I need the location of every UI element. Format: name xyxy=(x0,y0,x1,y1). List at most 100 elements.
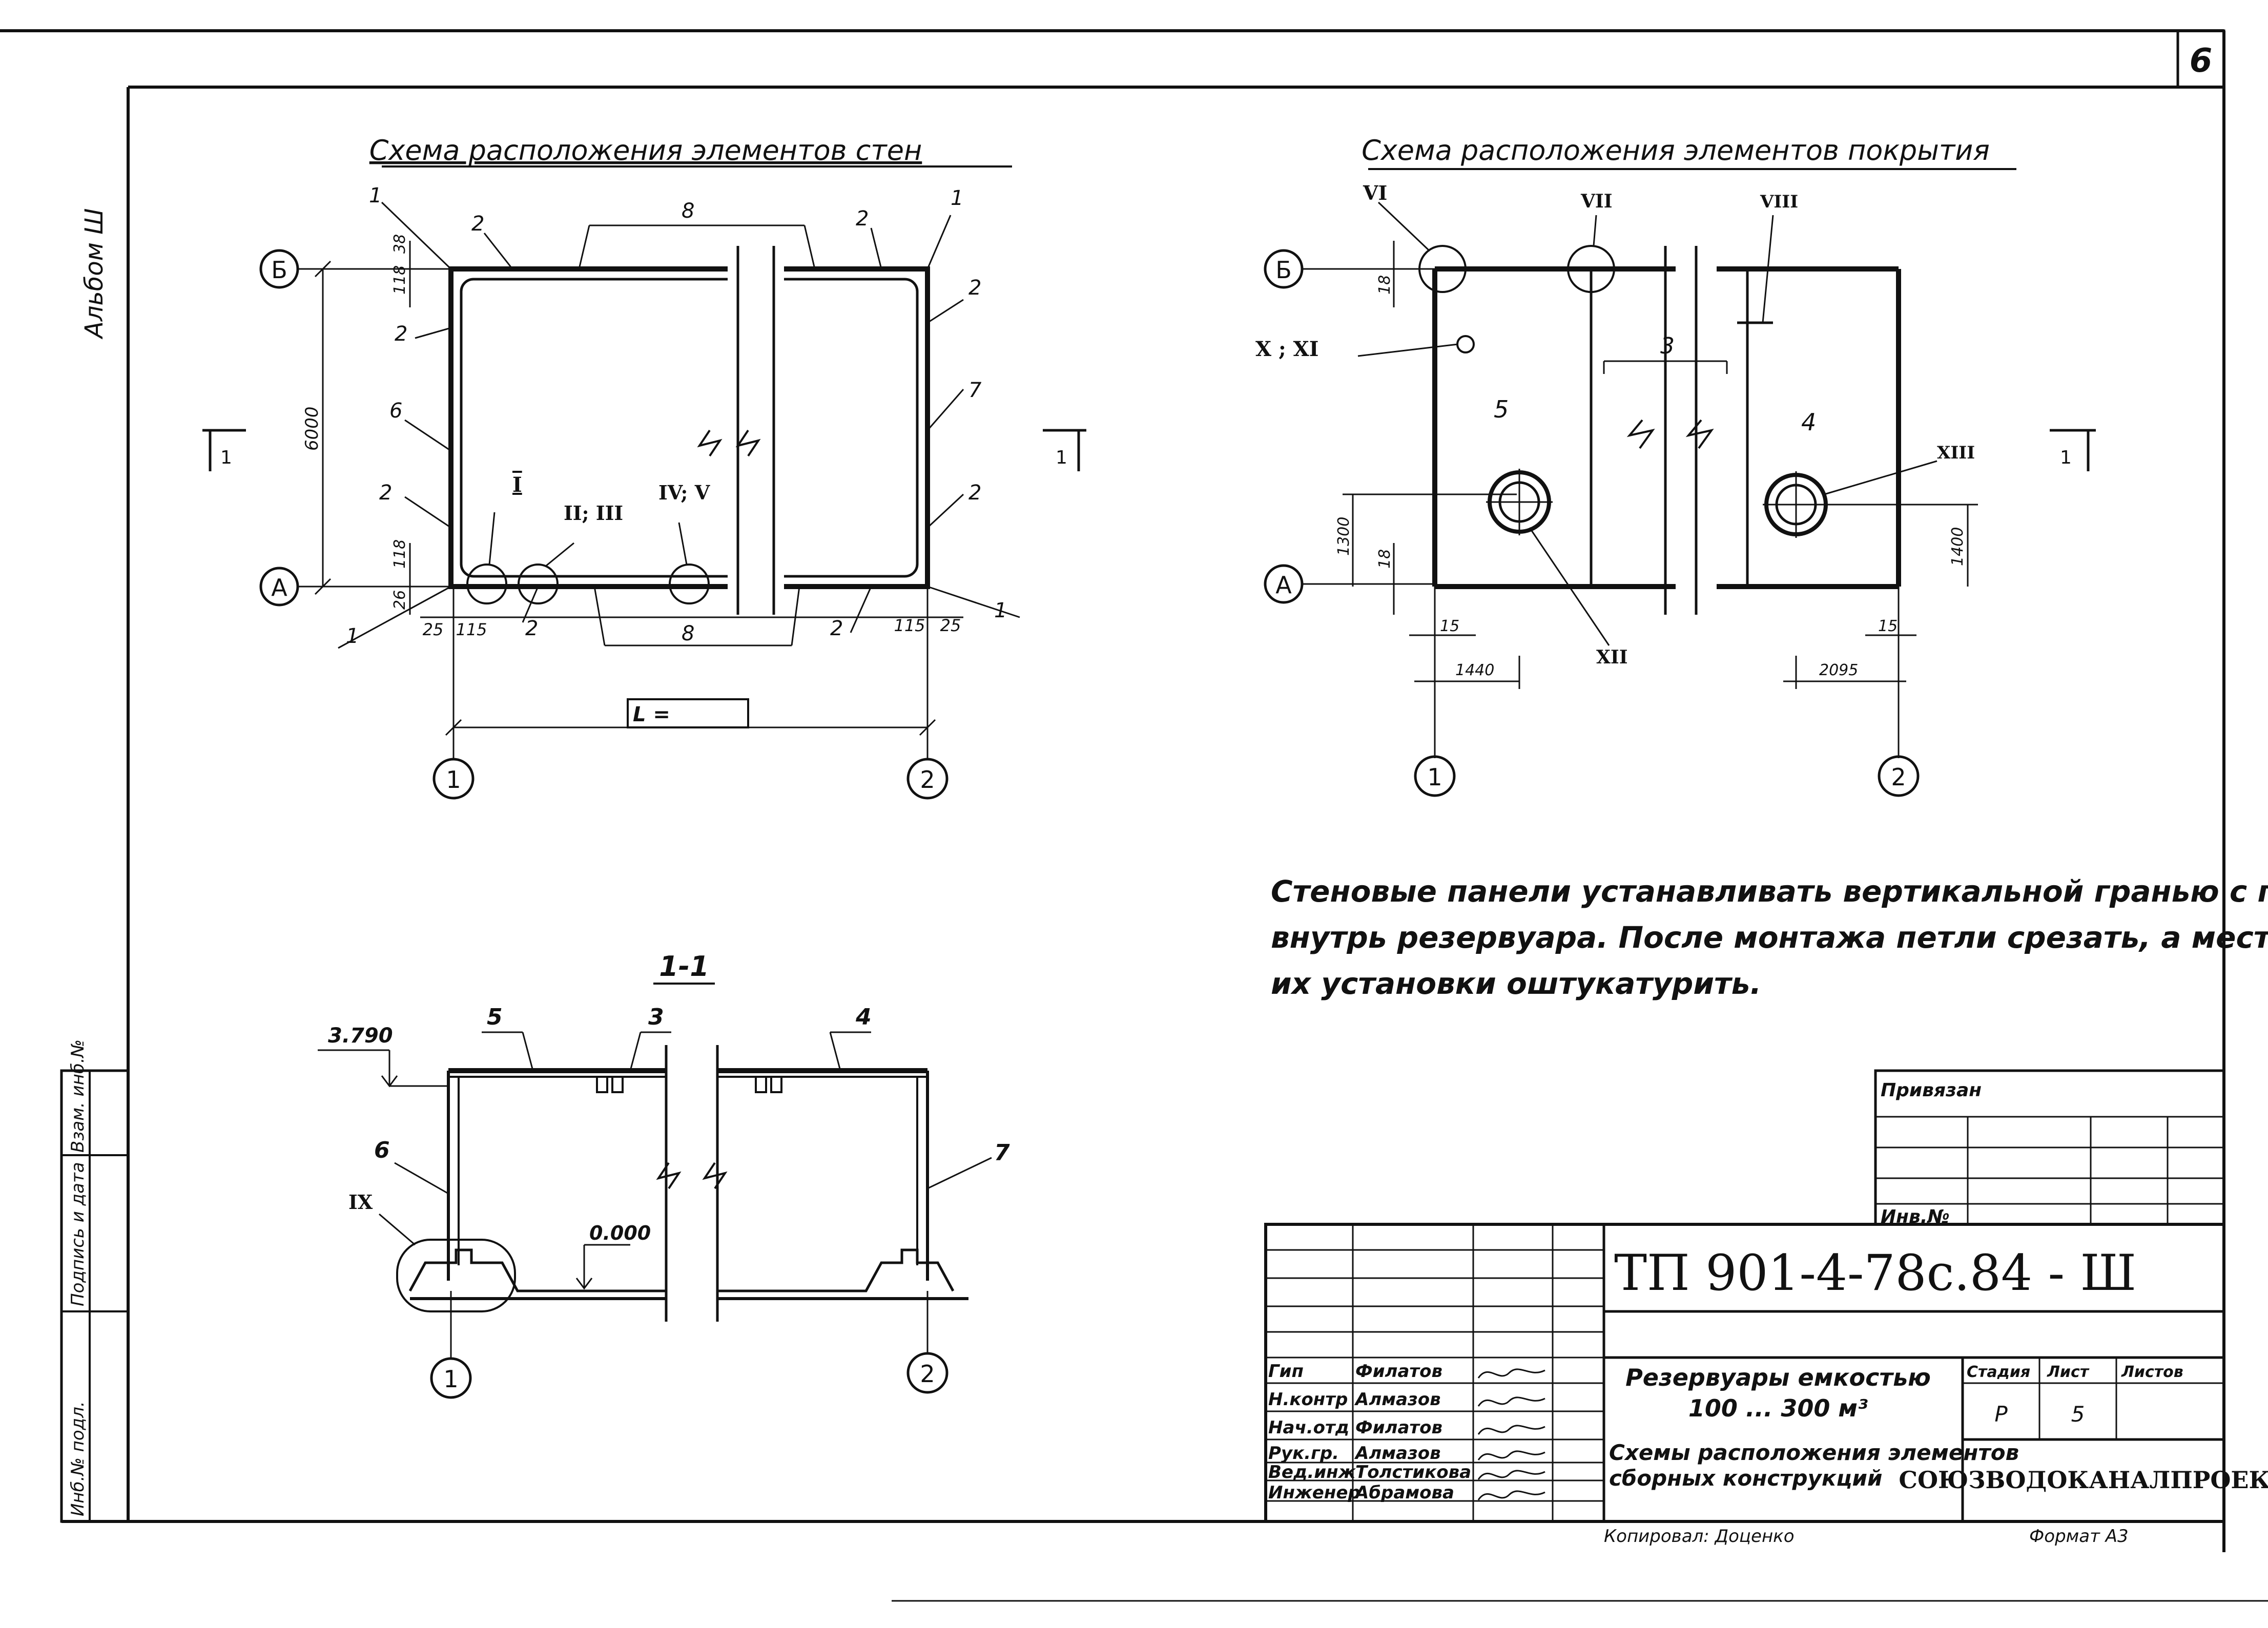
privyazan-label: Привязан xyxy=(1881,1080,1982,1101)
cover-axis-2: 2 xyxy=(1891,763,1906,791)
cover-section-right: 1 xyxy=(2060,447,2072,468)
stamp-inv: Инб.№ подл. xyxy=(68,1401,88,1516)
role-4: Вед.инж xyxy=(1268,1462,1356,1483)
wall-dim-26: 26 xyxy=(391,590,409,610)
wall-node-1: I xyxy=(512,473,522,497)
section-axis-2: 2 xyxy=(920,1360,935,1388)
wall-pos-8-top: 8 xyxy=(682,199,694,223)
left-stamp: Взам. инб.№ Подпись и дата Инб.№ подл. xyxy=(60,1039,130,1523)
sheet-title-2: сборных конструкций xyxy=(1609,1466,1882,1491)
title-block: Привязан Инв.№ ТП 901-4-78с.84 - Ш xyxy=(1264,1069,2268,1523)
cover-dim-15-left: 15 xyxy=(1440,617,1459,635)
wall-pos-2-top-l: 2 xyxy=(471,212,484,236)
wall-dim-6000: 6000 xyxy=(302,406,322,451)
wall-pos-1-br: 1 xyxy=(994,599,1007,622)
wall-length-label: L = xyxy=(633,703,670,726)
wall-pos-1-tl: 1 xyxy=(369,184,382,207)
name-4: Толстикова xyxy=(1355,1462,1471,1483)
sheet-value: 5 xyxy=(2071,1402,2085,1427)
wall-pos-2-top-r: 2 xyxy=(856,207,869,231)
cover-dim-1300: 1300 xyxy=(1335,517,1353,556)
cover-dim-1440: 1440 xyxy=(1455,661,1494,679)
wall-pos-7: 7 xyxy=(968,379,982,402)
section-pos-3: 3 xyxy=(648,1004,664,1030)
wall-pos-2-r2: 2 xyxy=(968,481,981,505)
section-axis-1: 1 xyxy=(443,1365,458,1393)
wall-section-right: 1 xyxy=(1056,447,1067,468)
wall-scheme-title: Схема расположения элементов стен xyxy=(369,134,922,166)
role-0: Гип xyxy=(1268,1361,1304,1382)
wall-axis-a: А xyxy=(271,574,287,601)
cover-pos-3: 3 xyxy=(1660,333,1675,359)
wall-dim-115-left: 115 xyxy=(456,620,487,639)
cover-node-13: XIII xyxy=(1937,443,1975,463)
stamp-vzam: Взам. инб.№ xyxy=(68,1039,88,1153)
stamp-podpis: Подпись и дата xyxy=(68,1162,88,1306)
section-1-1: 1-1 IX 1 2 xyxy=(318,950,1010,1399)
name-5: Абрамова xyxy=(1354,1483,1454,1503)
name-0: Филатов xyxy=(1355,1361,1442,1382)
wall-section-left: 1 xyxy=(220,447,232,468)
stage-value: Р xyxy=(1994,1402,2008,1427)
section-title: 1-1 xyxy=(659,950,709,983)
section-pos-5: 5 xyxy=(487,1004,503,1030)
sheet-title-1: Схемы расположения элементов xyxy=(1609,1440,2019,1465)
note: Стеновые панели устанавливать вертикальн… xyxy=(1271,874,2268,1001)
cover-node-7: VII xyxy=(1580,191,1613,212)
footer-format: Формат А3 xyxy=(2029,1526,2129,1547)
wall-scheme: Схема расположения элементов стен Б А 1 … xyxy=(202,134,1086,800)
signatures xyxy=(1477,1368,1545,1500)
section-pos-6: 6 xyxy=(374,1137,390,1163)
wall-pos-1-bl: 1 xyxy=(346,624,359,648)
note-line-2: внутрь резервуара. После монтажа петли с… xyxy=(1271,920,2268,955)
role-3: Рук.гр. xyxy=(1268,1443,1339,1464)
name-3: Алмазов xyxy=(1354,1443,1441,1464)
sheet-number: 6 xyxy=(2190,42,2213,80)
cover-node-6: VI xyxy=(1363,181,1387,204)
cover-dim-1400: 1400 xyxy=(1949,527,1967,566)
wall-pos-6: 6 xyxy=(389,399,402,423)
wall-dim-115-right: 115 xyxy=(894,616,925,635)
cover-node-10-11: X ; XI xyxy=(1255,337,1318,361)
section-pos-4: 4 xyxy=(855,1004,872,1030)
album-label: Альбом Ш xyxy=(80,208,109,340)
wall-pos-2-r1: 2 xyxy=(968,276,981,300)
cover-dim-18-bot: 18 xyxy=(1376,549,1394,569)
wall-pos-2-l2: 2 xyxy=(379,481,392,505)
section-node-9: IX xyxy=(348,1191,373,1214)
wall-node-2-3: II; III xyxy=(564,502,623,525)
cover-dim-15-right: 15 xyxy=(1878,617,1898,635)
cover-scheme-title: Схема расположения элементов покрытия xyxy=(1362,134,1990,166)
cover-scheme: Схема расположения элементов покрытия Б … xyxy=(1255,134,2096,797)
cover-pos-5: 5 xyxy=(1494,395,1509,423)
cover-dim-2095: 2095 xyxy=(1819,661,1858,679)
stage-head: Стадия xyxy=(1967,1363,2030,1381)
wall-dim-118-bot: 118 xyxy=(391,539,409,569)
wall-dim-38: 38 xyxy=(391,234,409,254)
cover-node-12: XII xyxy=(1596,646,1628,668)
cover-axis-a: А xyxy=(1275,571,1292,599)
wall-pos-2-bot-l: 2 xyxy=(525,617,538,640)
note-line-3: их установки оштукатурить. xyxy=(1271,966,1761,1001)
doc-code: ТП 901-4-78с.84 - Ш xyxy=(1614,1244,2136,1302)
wall-pos-1-tr: 1 xyxy=(951,186,963,210)
cover-axis-b: Б xyxy=(1275,256,1292,284)
wall-node-4-5: IV; V xyxy=(658,481,711,504)
organization: СОЮЗВОДОКАНАЛПРОЕКТ xyxy=(1899,1466,2268,1494)
wall-pos-8-bot: 8 xyxy=(682,622,694,645)
role-1: Н.контр xyxy=(1268,1389,1348,1410)
section-level-top: 3.790 xyxy=(328,1024,393,1048)
cover-pos-4: 4 xyxy=(1801,408,1816,436)
cover-dim-18-top: 18 xyxy=(1376,275,1394,295)
role-2: Нач.отд xyxy=(1268,1417,1349,1438)
wall-axis-1: 1 xyxy=(446,766,461,794)
object-capacity: 100 ... 300 м³ xyxy=(1688,1394,1868,1422)
wall-axis-b: Б xyxy=(271,256,287,284)
cover-node-8: VIII xyxy=(1760,192,1798,212)
wall-dim-25-right: 25 xyxy=(940,616,961,635)
section-pos-7: 7 xyxy=(994,1140,1010,1166)
wall-dim-25-left: 25 xyxy=(423,620,444,639)
sheet-head: Лист xyxy=(2047,1363,2090,1381)
cover-axis-1: 1 xyxy=(1427,763,1442,791)
